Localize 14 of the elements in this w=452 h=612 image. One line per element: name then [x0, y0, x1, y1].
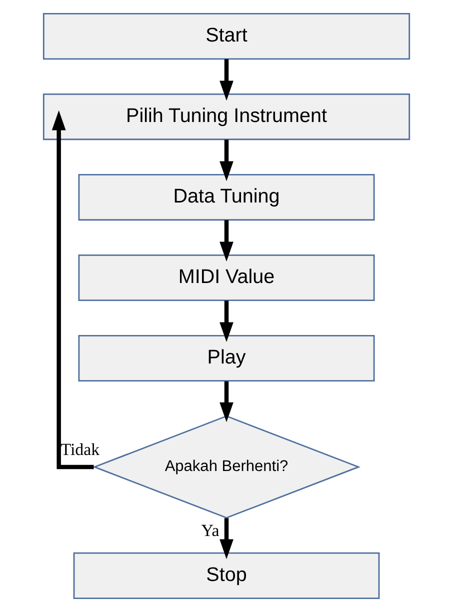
node-box: Pilih Tuning Instrument [42, 94, 410, 140]
arrow [51, 110, 94, 470]
arrow [219, 300, 233, 342]
arrow [219, 220, 233, 262]
node-box: Play [78, 334, 374, 382]
node-box: Start [42, 13, 410, 60]
node-box: MIDI Value [78, 254, 374, 302]
node-box: Data Tuning [78, 174, 374, 221]
arrow [219, 140, 233, 182]
arrow [219, 381, 233, 422]
arrow [219, 59, 233, 101]
node-box: Stop [72, 552, 380, 599]
arrow [219, 518, 233, 560]
edge-label: Ya [200, 521, 219, 540]
